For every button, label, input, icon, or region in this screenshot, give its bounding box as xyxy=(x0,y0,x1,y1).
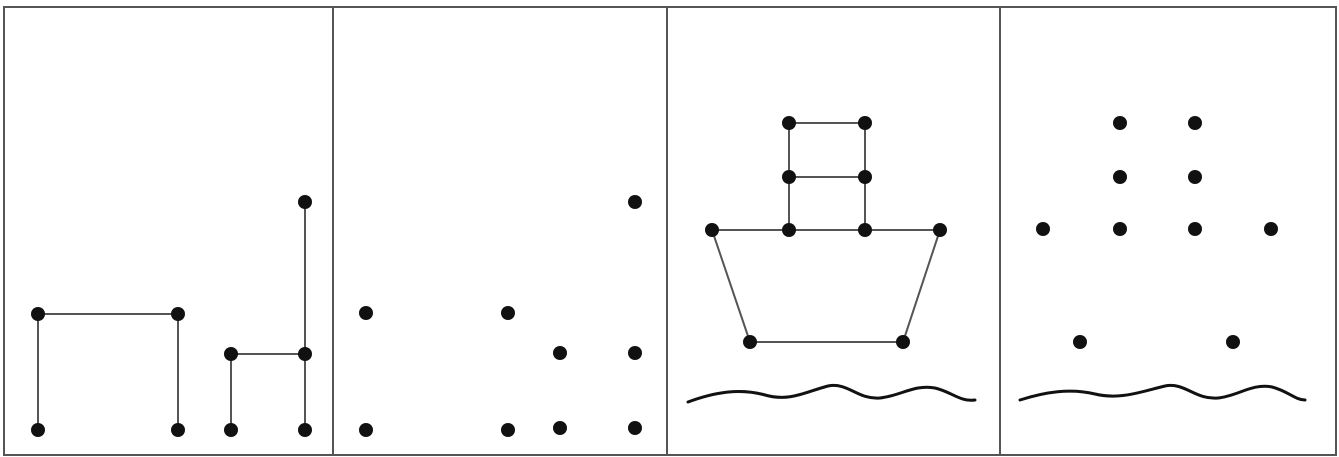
dot xyxy=(782,170,796,184)
dot xyxy=(1264,222,1278,236)
dot xyxy=(359,306,373,320)
dot xyxy=(705,223,719,237)
dot xyxy=(171,307,185,321)
dot xyxy=(359,423,373,437)
dot xyxy=(896,335,910,349)
dot xyxy=(628,346,642,360)
dot xyxy=(1113,170,1127,184)
dot xyxy=(1188,170,1202,184)
dot xyxy=(501,306,515,320)
water-wave xyxy=(1018,383,1307,402)
dot xyxy=(1036,222,1050,236)
outer-frame xyxy=(3,6,1337,456)
dot xyxy=(782,116,796,130)
dot xyxy=(933,223,947,237)
panel-table-chair-connected xyxy=(31,195,312,437)
dot xyxy=(31,307,45,321)
panel-boat-dots xyxy=(1018,116,1307,402)
dot xyxy=(298,195,312,209)
dot xyxy=(1226,335,1240,349)
dot xyxy=(224,347,238,361)
dot xyxy=(553,346,567,360)
water-wave xyxy=(686,383,977,404)
dot xyxy=(1188,222,1202,236)
dot xyxy=(858,170,872,184)
dot xyxy=(298,347,312,361)
dot xyxy=(743,335,757,349)
dot xyxy=(298,423,312,437)
dot xyxy=(501,423,515,437)
connecting-line xyxy=(711,229,751,343)
dot xyxy=(782,223,796,237)
dot xyxy=(628,421,642,435)
dot xyxy=(1113,222,1127,236)
dot xyxy=(858,223,872,237)
dot xyxy=(1188,116,1202,130)
dot xyxy=(224,423,238,437)
dot xyxy=(628,195,642,209)
dot xyxy=(1073,335,1087,349)
dot xyxy=(1113,116,1127,130)
connecting-line xyxy=(902,229,941,343)
dot xyxy=(858,116,872,130)
dot xyxy=(31,423,45,437)
dot xyxy=(171,423,185,437)
panel-boat-connected xyxy=(686,116,977,404)
panel-table-chair-dots xyxy=(359,195,642,437)
dot xyxy=(553,421,567,435)
